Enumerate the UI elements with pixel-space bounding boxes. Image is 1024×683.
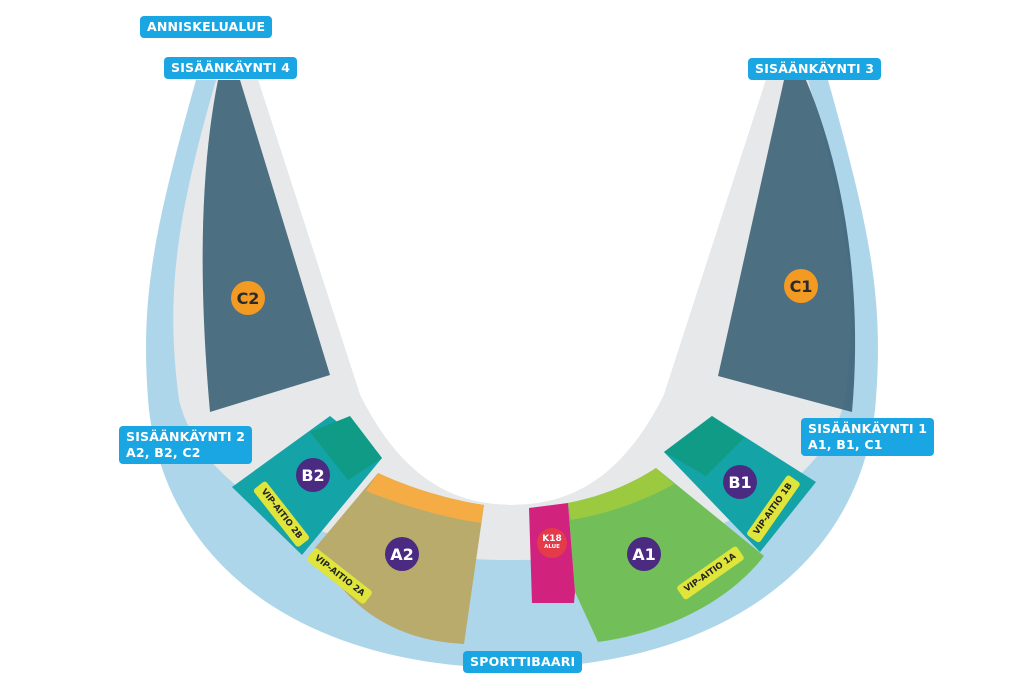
- sports-bar-label: SPORTTIBAARI: [463, 651, 583, 673]
- entrance-1-label: SISÄÄNKÄYNTI 1 A1, B1, C1: [801, 418, 935, 456]
- section-c1[interactable]: [718, 80, 856, 412]
- section-b1-badge[interactable]: B1: [723, 465, 757, 499]
- section-b1-front: [664, 416, 744, 476]
- section-a1-badge[interactable]: A1: [627, 537, 661, 571]
- section-c1-badge[interactable]: C1: [784, 269, 818, 303]
- section-a1[interactable]: [568, 468, 764, 642]
- entrance-1-sections: A1, B1, C1: [808, 437, 883, 452]
- k18-badge[interactable]: K18 ALUE: [537, 528, 567, 558]
- entrance-4-label: SISÄÄNKÄYNTI 4: [164, 57, 298, 79]
- entrance-3-label: SISÄÄNKÄYNTI 3: [748, 58, 882, 80]
- entrance-2-label: SISÄÄNKÄYNTI 2 A2, B2, C2: [119, 426, 253, 464]
- section-b2-front: [310, 416, 382, 480]
- beverage-area-label: ANNISKELUALUE: [140, 16, 273, 38]
- section-c2[interactable]: [202, 80, 330, 412]
- entrance-1-title: SISÄÄNKÄYNTI 1: [808, 421, 928, 436]
- section-b2-badge[interactable]: B2: [296, 458, 330, 492]
- section-c2-badge[interactable]: C2: [231, 281, 265, 315]
- k18-badge-subtitle: ALUE: [544, 544, 560, 551]
- section-a1-front: [568, 468, 674, 520]
- entrance-2-title: SISÄÄNKÄYNTI 2: [126, 429, 246, 444]
- entrance-2-sections: A2, B2, C2: [126, 445, 201, 460]
- k18-badge-title: K18: [542, 534, 562, 545]
- section-a2-badge[interactable]: A2: [385, 537, 419, 571]
- section-a2-front: [366, 473, 484, 523]
